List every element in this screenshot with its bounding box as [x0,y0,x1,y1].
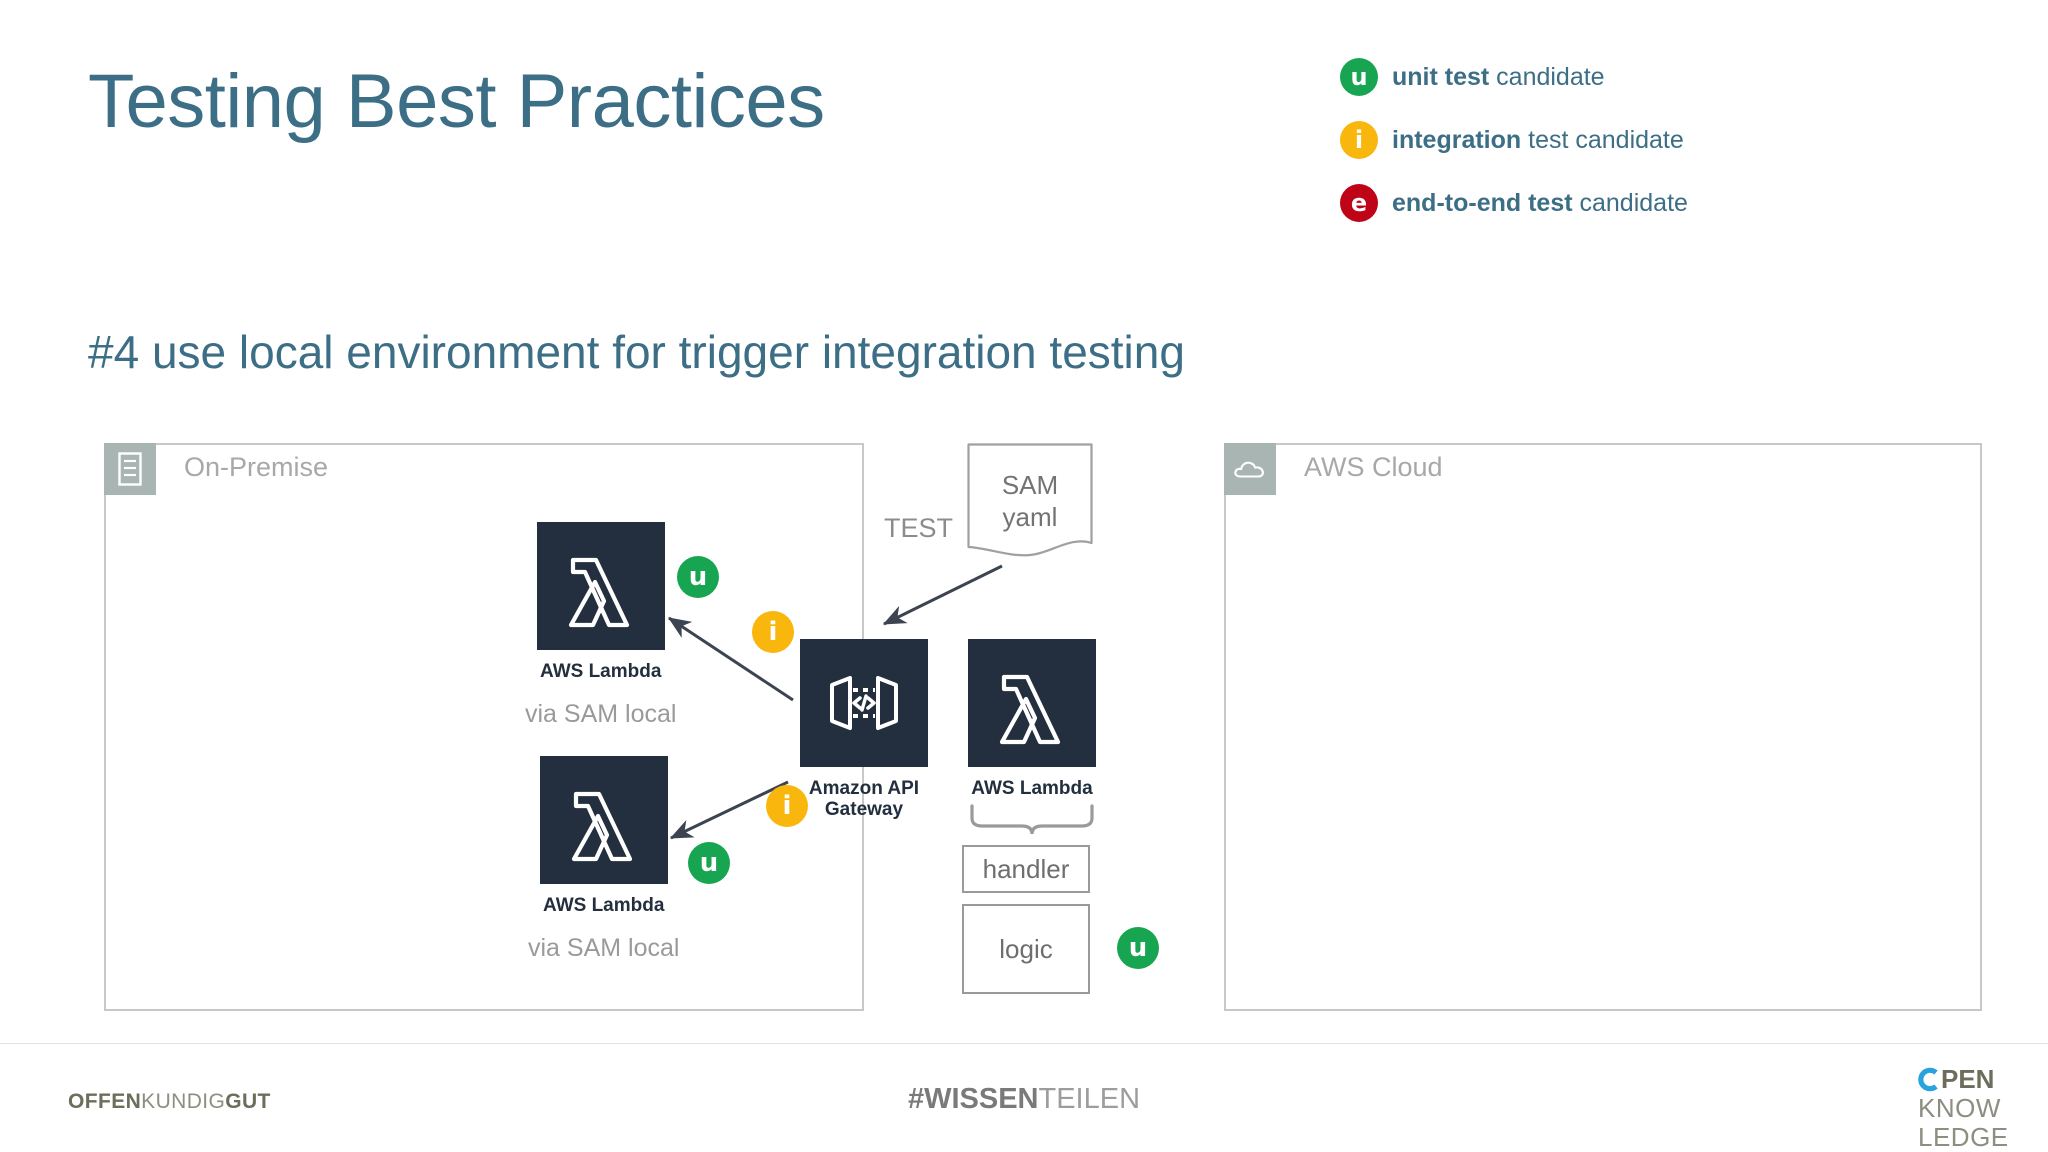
footer-left-bold-1: OFFEN [68,1090,142,1113]
legend-integration-strong: integration [1392,125,1522,154]
legend-integration-rest: test candidate [1521,125,1684,154]
legend-item-integration-test-label: integration test candidate [1392,126,1684,155]
open-knowledge-logo: PEN KNOW LEDGE [1918,1066,2009,1150]
logo-text-pen: PEN [1941,1064,1995,1094]
node-sublabel-aws-lambda-1: via SAM local [525,700,677,729]
footer-divider [0,1043,2048,1044]
footer-center-light: TEILEN [1038,1083,1141,1115]
footer-brand-offenkundiggut: OFFENKUNDIGGUT [68,1090,271,1114]
code-box-logic: logic [962,904,1090,994]
document-icon-sam-yaml [967,443,1093,557]
legend-item-end-to-end-test: e end-to-end test candidate [1340,184,1688,222]
group-label-aws-cloud: AWS Cloud [1304,452,1443,482]
node-sublabel-aws-lambda-2: via SAM local [528,934,680,963]
unit-test-badge-icon-lambda-1: u [677,556,719,598]
open-o-arc-icon [1918,1067,1938,1091]
node-aws-lambda-2: AWS Lambda via SAM local [528,756,679,963]
legend-item-integration-test: i integration test candidate [1340,121,1688,159]
legend-unit-rest: candidate [1489,62,1605,91]
cloud-icon [1224,443,1276,495]
unit-test-badge-icon: u [1340,58,1378,96]
edge-label-test: TEST [884,513,954,543]
node-label-aws-lambda-3: AWS Lambda [971,778,1093,799]
integration-test-badge-icon-lambda-1: i [752,611,794,653]
aws-lambda-icon [539,756,668,884]
integration-test-badge-icon: i [1340,121,1378,159]
node-aws-lambda-1: AWS Lambda via SAM local [525,522,676,729]
page-title: Testing Best Practices [88,59,825,144]
node-label-aws-lambda-2: AWS Lambda [543,895,665,916]
arrow-test-to-api-gateway [882,564,1003,626]
aws-lambda-icon [968,639,1096,767]
legend-unit-strong: unit test [1392,62,1490,91]
group-box-on-premise: On-Premise [104,443,864,1011]
footer-center-bold: #WISSEN [907,1083,1039,1115]
node-label-amazon-api-gateway: Amazon API Gateway [808,778,920,821]
node-label-aws-lambda-1: AWS Lambda [540,661,662,682]
group-box-aws-cloud: AWS Cloud [1224,443,1982,1011]
unit-test-badge-icon-lambda-2: u [688,842,730,884]
legend-item-unit-test-label: unit test candidate [1392,63,1605,92]
footer-left-bold-2: GUT [225,1090,271,1113]
amazon-api-gateway-icon [800,639,928,767]
integration-test-badge-icon-lambda-2: i [766,785,808,827]
legend-e2e-rest: candidate [1572,188,1688,217]
section-subtitle: #4 use local environment for trigger int… [88,326,1185,378]
server-rack-icon [104,443,156,495]
node-aws-lambda-3: AWS Lambda [968,639,1096,799]
group-label-on-premise: On-Premise [184,452,329,482]
code-box-handler: handler [962,845,1090,893]
legend-item-unit-test: u unit test candidate [1340,58,1688,96]
logo-line-ledge: LEDGE [1918,1122,2009,1152]
legend-e2e-strong: end-to-end test [1392,188,1573,217]
footer-left-light: KUNDIG [141,1090,226,1113]
footer-hashtag-wissenteilen: #WISSENTEILEN [908,1083,1140,1116]
brace-lambda-to-handler [970,804,1094,835]
end-to-end-test-badge-icon: e [1340,184,1378,222]
legend-item-end-to-end-test-label: end-to-end test candidate [1392,189,1688,218]
logo-line-know: KNOW [1918,1093,2001,1123]
sam-yaml-label: SAM yaml [1001,470,1059,532]
aws-lambda-icon [536,522,665,650]
logo-line-open: PEN [1918,1066,2009,1092]
node-amazon-api-gateway: Amazon API Gateway [800,639,928,821]
test-type-legend: u unit test candidate i integration test… [1340,58,1688,222]
unit-test-badge-icon-logic: u [1117,927,1159,969]
